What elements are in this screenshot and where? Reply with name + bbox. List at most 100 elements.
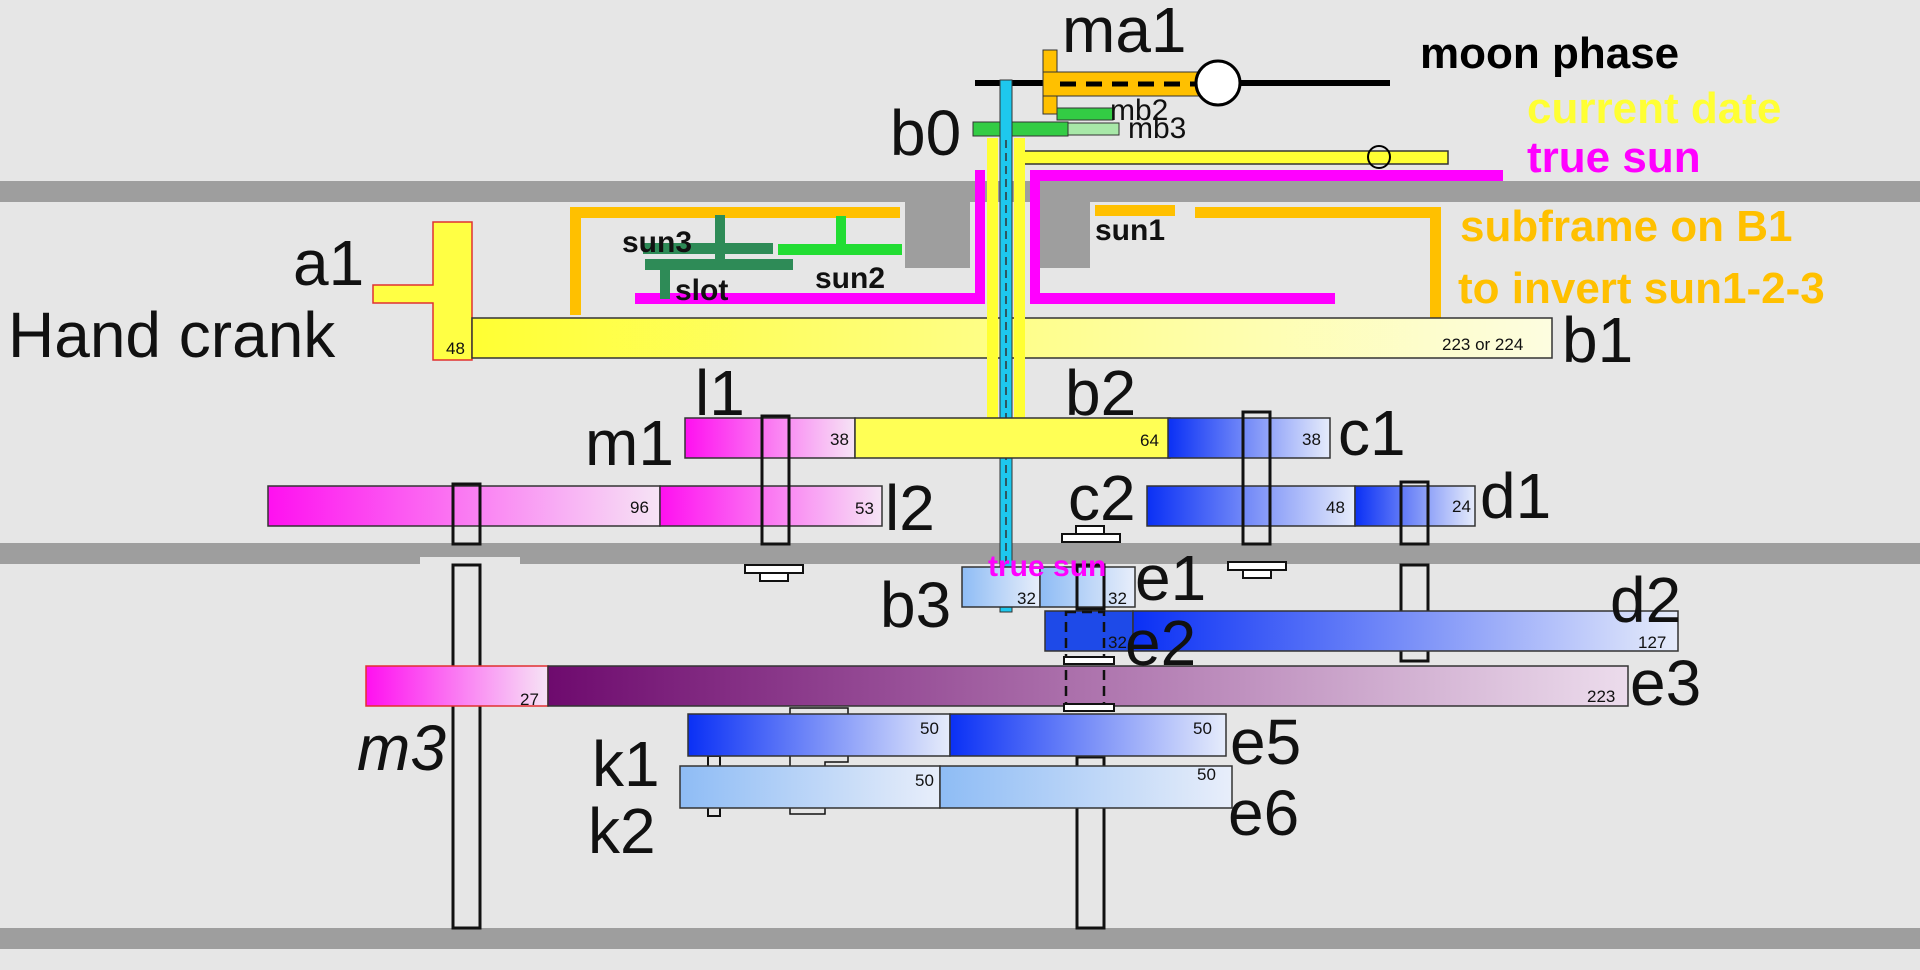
b2-sleeve-right <box>1014 138 1025 433</box>
subframe-left-post <box>570 207 581 315</box>
gear-c1 <box>1167 417 1331 459</box>
label-k2: k2 <box>588 795 656 867</box>
current-date-bar <box>1021 150 1449 165</box>
arbor-m3 <box>451 563 482 930</box>
frame-plate-bottom <box>0 928 1920 949</box>
label-l2: l2 <box>885 472 935 544</box>
frame-plate-top <box>0 181 1920 202</box>
subframe-right-post <box>1430 207 1441 319</box>
teeth-l2-outer: 96 <box>630 498 649 517</box>
frame-gap <box>420 557 520 567</box>
subframe-right-top <box>1195 207 1440 218</box>
gear-e5 <box>949 713 1227 757</box>
teeth-b1: 223 or 224 <box>1442 335 1523 354</box>
bearing-e <box>1063 656 1115 712</box>
b0-arbor <box>999 79 1013 613</box>
arbor-e <box>1075 755 1106 930</box>
moon-phase-ball <box>1194 59 1242 107</box>
label-sun2: sun2 <box>815 262 885 295</box>
gear-sun3-stub <box>715 215 725 260</box>
label-e6: e6 <box>1228 777 1299 849</box>
label-mb3: mb3 <box>1128 112 1186 145</box>
label-e3: e3 <box>1630 647 1701 719</box>
teeth-k1: 50 <box>920 719 939 738</box>
label-c1: c1 <box>1338 397 1406 469</box>
gear-b3-left <box>961 566 1041 608</box>
label-true-sun-inner: true sun <box>988 550 1106 583</box>
teeth-e3: 223 <box>1587 687 1615 706</box>
gear-k2 <box>679 765 941 809</box>
label-e5: e5 <box>1230 706 1301 778</box>
teeth-c2: 48 <box>1326 498 1345 517</box>
gear-m3 <box>365 665 549 707</box>
label-e2: e2 <box>1125 607 1196 679</box>
current-date-pointer <box>1367 145 1391 169</box>
label-hand-crank: Hand crank <box>8 299 336 371</box>
gear-m1 <box>684 417 856 459</box>
label-b0: b0 <box>890 97 961 169</box>
gear-l2-inner <box>659 485 883 527</box>
label-b2: b2 <box>1065 357 1136 429</box>
teeth-e5: 50 <box>1193 719 1212 738</box>
legend-true-sun: true sun <box>1527 133 1701 182</box>
label-m3: m3 <box>357 712 446 784</box>
true-sun-right-post <box>1030 170 1040 302</box>
legend-current-date: current date <box>1527 84 1781 133</box>
frame-bracket-left <box>905 200 970 268</box>
bearing-c1 <box>1227 561 1287 579</box>
gear-d2 <box>1132 610 1679 652</box>
teeth-m3: 27 <box>520 690 539 709</box>
label-l1: l1 <box>695 357 745 429</box>
teeth-a1: 48 <box>446 339 465 358</box>
bearing-c2 <box>1061 525 1121 543</box>
arbor-c1 <box>1241 410 1272 546</box>
gear-k1 <box>687 713 951 757</box>
frame-bracket-right <box>1040 200 1090 268</box>
label-mb2: mb2 <box>1110 94 1168 127</box>
teeth-m1: 38 <box>830 430 849 449</box>
gear-b0 <box>972 121 1069 137</box>
subframe-left-top <box>570 207 900 218</box>
legend-subframe-line1: subframe on B1 <box>1460 202 1793 251</box>
gear-slot-bar <box>645 259 793 270</box>
teeth-b2: 64 <box>1140 431 1159 450</box>
gear-sun2-stub <box>836 216 846 248</box>
label-c2: c2 <box>1068 462 1136 534</box>
true-sun-top-bar <box>1030 170 1503 181</box>
teeth-d1: 24 <box>1452 497 1471 516</box>
label-d2: d2 <box>1610 564 1681 636</box>
gear-b3-right <box>1039 566 1136 608</box>
gear-e3 <box>547 665 1629 707</box>
true-sun-left-post <box>975 170 985 302</box>
label-d1: d1 <box>1480 460 1551 532</box>
teeth-d2: 127 <box>1638 633 1666 652</box>
true-sun-right-arm <box>1030 293 1335 304</box>
gear-sun3 <box>643 243 773 254</box>
legend-moon-phase: moon phase <box>1420 29 1679 78</box>
label-a1: a1 <box>293 227 364 299</box>
arbor-l1 <box>760 414 791 546</box>
label-sun3: sun3 <box>622 226 692 259</box>
gear-sun2 <box>778 244 902 255</box>
gear-l2-outer <box>267 485 661 527</box>
label-ma1: ma1 <box>1062 0 1187 66</box>
label-e1: e1 <box>1135 542 1206 614</box>
teeth-b3-right: 32 <box>1108 589 1127 608</box>
frame-plate-middle <box>0 543 1920 564</box>
b2-sleeve-left <box>987 138 998 433</box>
arbor-d1 <box>1399 480 1430 546</box>
gear-e1-hub <box>1075 563 1106 611</box>
gear-e2 <box>1044 610 1134 652</box>
gear-mb2 <box>1056 107 1114 121</box>
label-m1: m1 <box>585 407 674 479</box>
label-sun1: sun1 <box>1095 214 1165 247</box>
label-b1: b1 <box>1562 304 1633 376</box>
arbor-m3-top <box>451 482 482 546</box>
gear-c2 <box>1146 485 1356 527</box>
gear-slot-post <box>660 259 670 299</box>
label-k1: k1 <box>592 728 660 800</box>
bearing-l1 <box>744 564 804 582</box>
gear-a1 <box>372 221 473 361</box>
gear-e6 <box>939 765 1233 809</box>
teeth-k2: 50 <box>915 771 934 790</box>
